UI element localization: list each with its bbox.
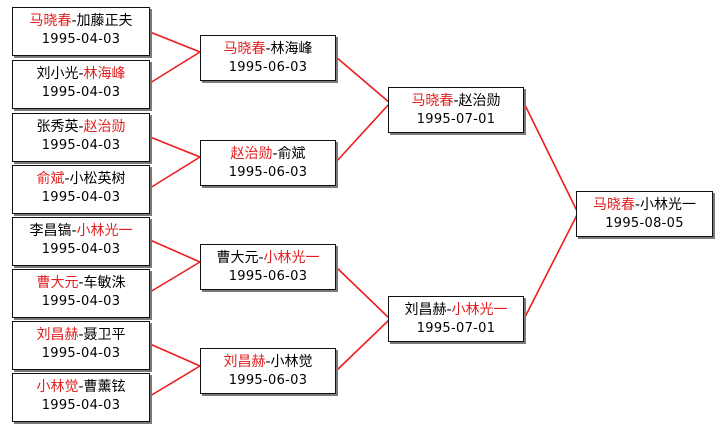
player2: 小林光一	[76, 223, 133, 239]
match-box-final: 马晓春-小林光一 1995-08-05	[576, 191, 713, 237]
separator: -	[71, 223, 77, 239]
match-date: 1995-06-03	[228, 165, 308, 180]
separator: -	[64, 171, 70, 187]
player2: 小林光一	[263, 250, 320, 266]
match-date: 1995-06-03	[228, 373, 308, 388]
match-box-r2m1: 马晓春-林海峰 1995-06-03	[200, 35, 336, 81]
match-box-r1m5: 李昌镐-小林光一 1995-04-03	[12, 217, 150, 266]
player1: 马晓春	[29, 13, 72, 29]
player1: 俞斌	[36, 171, 65, 187]
separator: -	[78, 119, 84, 135]
match-box-r1m2: 刘小光-林海峰 1995-04-03	[12, 60, 150, 109]
match-date: 1995-04-03	[41, 190, 121, 205]
connector-r2m2	[335, 102, 391, 163]
player2: 加藤正夫	[76, 13, 133, 29]
player1: 刘昌赫	[223, 354, 266, 370]
match-date: 1995-04-03	[41, 398, 121, 413]
connector-r1m5	[149, 239, 201, 263]
player2: 俞斌	[277, 146, 306, 162]
player1: 马晓春	[223, 41, 266, 57]
player2: 林海峰	[270, 41, 313, 57]
match-date: 1995-07-01	[416, 321, 496, 336]
match-date: 1995-04-03	[41, 85, 121, 100]
player2: 聂卫平	[83, 327, 126, 343]
connector-r1m1	[149, 31, 201, 53]
separator: -	[78, 327, 84, 343]
player1: 刘昌赫	[36, 327, 79, 343]
separator: -	[265, 41, 271, 57]
separator: -	[78, 66, 84, 82]
match-date: 1995-04-03	[41, 242, 121, 257]
player1: 曹大元	[36, 275, 79, 291]
match-box-r1m1: 马晓春-加藤正夫 1995-04-03	[12, 7, 150, 56]
separator: -	[265, 354, 271, 370]
player1: 李昌镐	[29, 223, 72, 239]
separator: -	[272, 146, 278, 162]
separator: -	[78, 379, 84, 395]
match-date: 1995-06-03	[228, 269, 308, 284]
connector-r2m3	[335, 266, 391, 320]
player2: 小林光一	[451, 302, 508, 318]
player2: 车敏洙	[83, 275, 126, 291]
player1: 赵治勋	[230, 146, 273, 162]
connector-r1m8	[149, 365, 201, 397]
match-date: 1995-04-03	[41, 138, 121, 153]
player2: 曹薰铉	[83, 379, 126, 395]
separator: -	[634, 197, 641, 213]
connector-r1m2	[149, 51, 201, 84]
connector-r1m7	[149, 343, 201, 367]
match-date: 1995-04-03	[41, 294, 121, 309]
connector-r1m3	[149, 136, 201, 158]
match-date: 1995-04-03	[41, 32, 121, 47]
match-box-r3m2: 刘昌赫-小林光一 1995-07-01	[388, 296, 524, 342]
player2: 小林觉	[270, 354, 313, 370]
player2: 小松英树	[69, 171, 126, 187]
player2: 赵治勋	[458, 93, 501, 109]
match-box-r1m6: 曹大元-车敏洙 1995-04-03	[12, 269, 150, 318]
match-box-r1m7: 刘昌赫-聂卫平 1995-04-03	[12, 321, 150, 370]
match-box-r1m4: 俞斌-小松英树 1995-04-03	[12, 165, 150, 214]
connector-r1m4	[149, 156, 201, 189]
separator: -	[258, 250, 264, 266]
match-box-r2m2: 赵治勋-俞斌 1995-06-03	[200, 140, 336, 186]
match-box-r3m1: 马晓春-赵治勋 1995-07-01	[388, 87, 524, 133]
separator: -	[71, 13, 77, 29]
player1: 张秀英	[36, 119, 79, 135]
match-box-r1m8: 小林觉-曹薰铉 1995-04-03	[12, 373, 150, 422]
match-box-r2m3: 曹大元-小林光一 1995-06-03	[200, 244, 336, 290]
match-box-r1m3: 张秀英-赵治勋 1995-04-03	[12, 113, 150, 162]
match-date: 1995-06-03	[228, 60, 308, 75]
connector-r3m2	[523, 212, 579, 320]
connector-r2m4	[335, 318, 391, 372]
connector-r3m1	[523, 102, 579, 214]
player1: 马晓春	[411, 93, 454, 109]
player1: 小林觉	[36, 379, 79, 395]
separator: -	[453, 93, 459, 109]
player2: 小林光一	[640, 197, 697, 213]
player2: 林海峰	[83, 66, 126, 82]
player2: 赵治勋	[83, 119, 126, 135]
match-date: 1995-04-03	[41, 346, 121, 361]
connector-r2m1	[335, 56, 391, 104]
player1: 曹大元	[216, 250, 259, 266]
player1: 马晓春	[592, 197, 635, 213]
match-date: 1995-07-01	[416, 112, 496, 127]
match-date: 1995-08-05	[605, 216, 684, 231]
separator: -	[446, 302, 452, 318]
player1: 刘昌赫	[404, 302, 447, 318]
match-box-r2m4: 刘昌赫-小林觉 1995-06-03	[200, 348, 336, 394]
connector-r1m6	[149, 261, 201, 293]
player1: 刘小光	[36, 66, 79, 82]
separator: -	[78, 275, 84, 291]
